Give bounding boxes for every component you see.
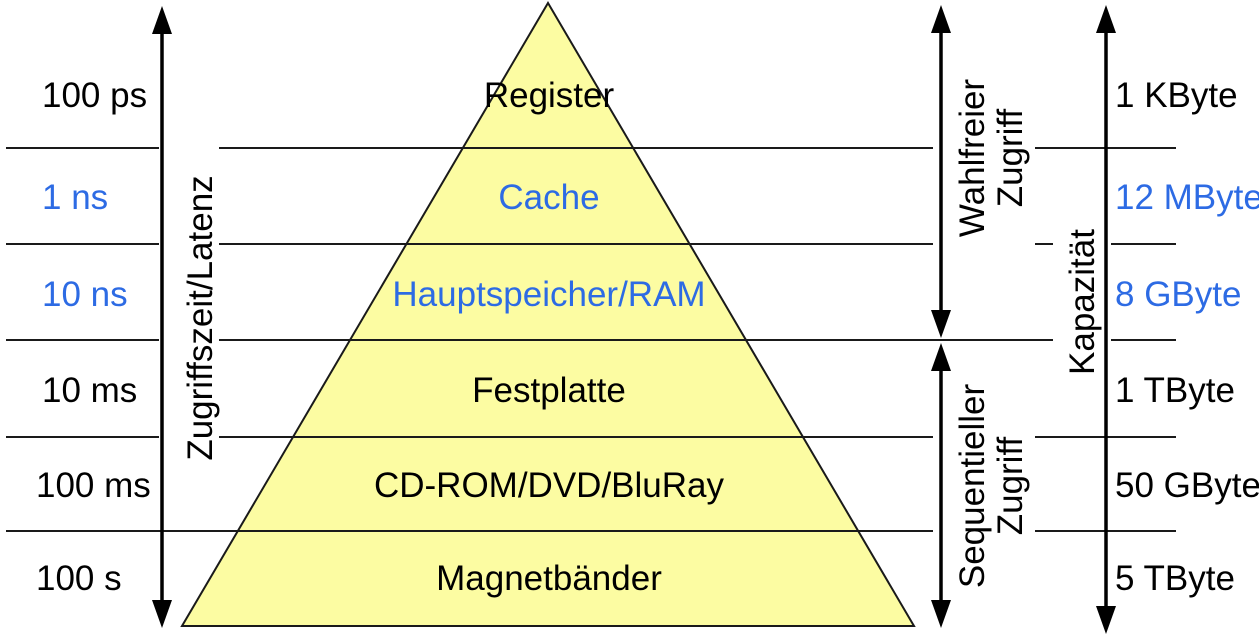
latency-value-5: 100 s: [36, 559, 122, 598]
capacity-arrow-head-down: [1096, 606, 1116, 634]
capacity-value-1: 12 MByte: [1115, 178, 1259, 217]
latency-arrow-head-up: [152, 6, 172, 34]
memory-pyramid-shape: [180, 1, 916, 627]
latency-value-3: 10 ms: [42, 371, 137, 410]
level-name-1: Cache: [498, 178, 599, 217]
latency-value-2: 10 ns: [42, 275, 128, 314]
level-separator-lines: [6, 147, 1176, 532]
level-name-0: Register: [484, 76, 615, 115]
random-access-arrow: [931, 5, 951, 338]
latency-values: 100 ps 1 ns 10 ns 10 ms 100 ms 100 s: [36, 76, 151, 598]
latency-axis-label: Zugriffszeit/Latenz: [181, 175, 220, 460]
sequential-access-arrow-head-down: [931, 600, 951, 628]
capacity-value-3: 1 TByte: [1115, 371, 1235, 410]
random-access-label-line2: Zugriff: [991, 108, 1030, 207]
random-access-arrow-head-up: [931, 5, 951, 33]
sequential-access-label-line2: Zugriff: [991, 436, 1030, 535]
capacity-value-5: 5 TByte: [1115, 559, 1235, 598]
sequential-access-label: Sequentieller Zugriff: [953, 384, 1030, 589]
latency-axis-arrow: [152, 6, 172, 628]
capacity-axis-label: Kapazität: [1063, 229, 1102, 375]
random-access-label: Wahlfreier Zugriff: [953, 79, 1030, 238]
sequential-access-arrow-head-up: [931, 343, 951, 371]
random-access-arrow-head-down: [931, 310, 951, 338]
capacity-value-4: 50 GByte: [1115, 466, 1259, 505]
latency-arrow-head-down: [152, 600, 172, 628]
level-names: Register Cache Hauptspeicher/RAM Festpla…: [374, 76, 725, 598]
level-name-3: Festplatte: [472, 371, 626, 410]
latency-value-0: 100 ps: [42, 76, 147, 115]
capacity-value-2: 8 GByte: [1115, 275, 1241, 314]
level-name-4: CD-ROM/DVD/BluRay: [374, 466, 725, 505]
capacity-arrow-head-up: [1096, 5, 1116, 33]
latency-value-4: 100 ms: [36, 466, 151, 505]
capacity-axis-arrow: [1096, 5, 1116, 634]
random-access-label-line1: Wahlfreier: [953, 79, 992, 238]
level-name-5: Magnetbänder: [436, 559, 662, 598]
sequential-access-arrow: [931, 343, 951, 628]
capacity-value-0: 1 KByte: [1115, 76, 1238, 115]
sequential-access-label-line1: Sequentieller: [953, 384, 992, 589]
level-name-2: Hauptspeicher/RAM: [392, 275, 705, 314]
latency-value-1: 1 ns: [42, 178, 108, 217]
capacity-values: 1 KByte 12 MByte 8 GByte 1 TByte 50 GByt…: [1115, 76, 1259, 598]
